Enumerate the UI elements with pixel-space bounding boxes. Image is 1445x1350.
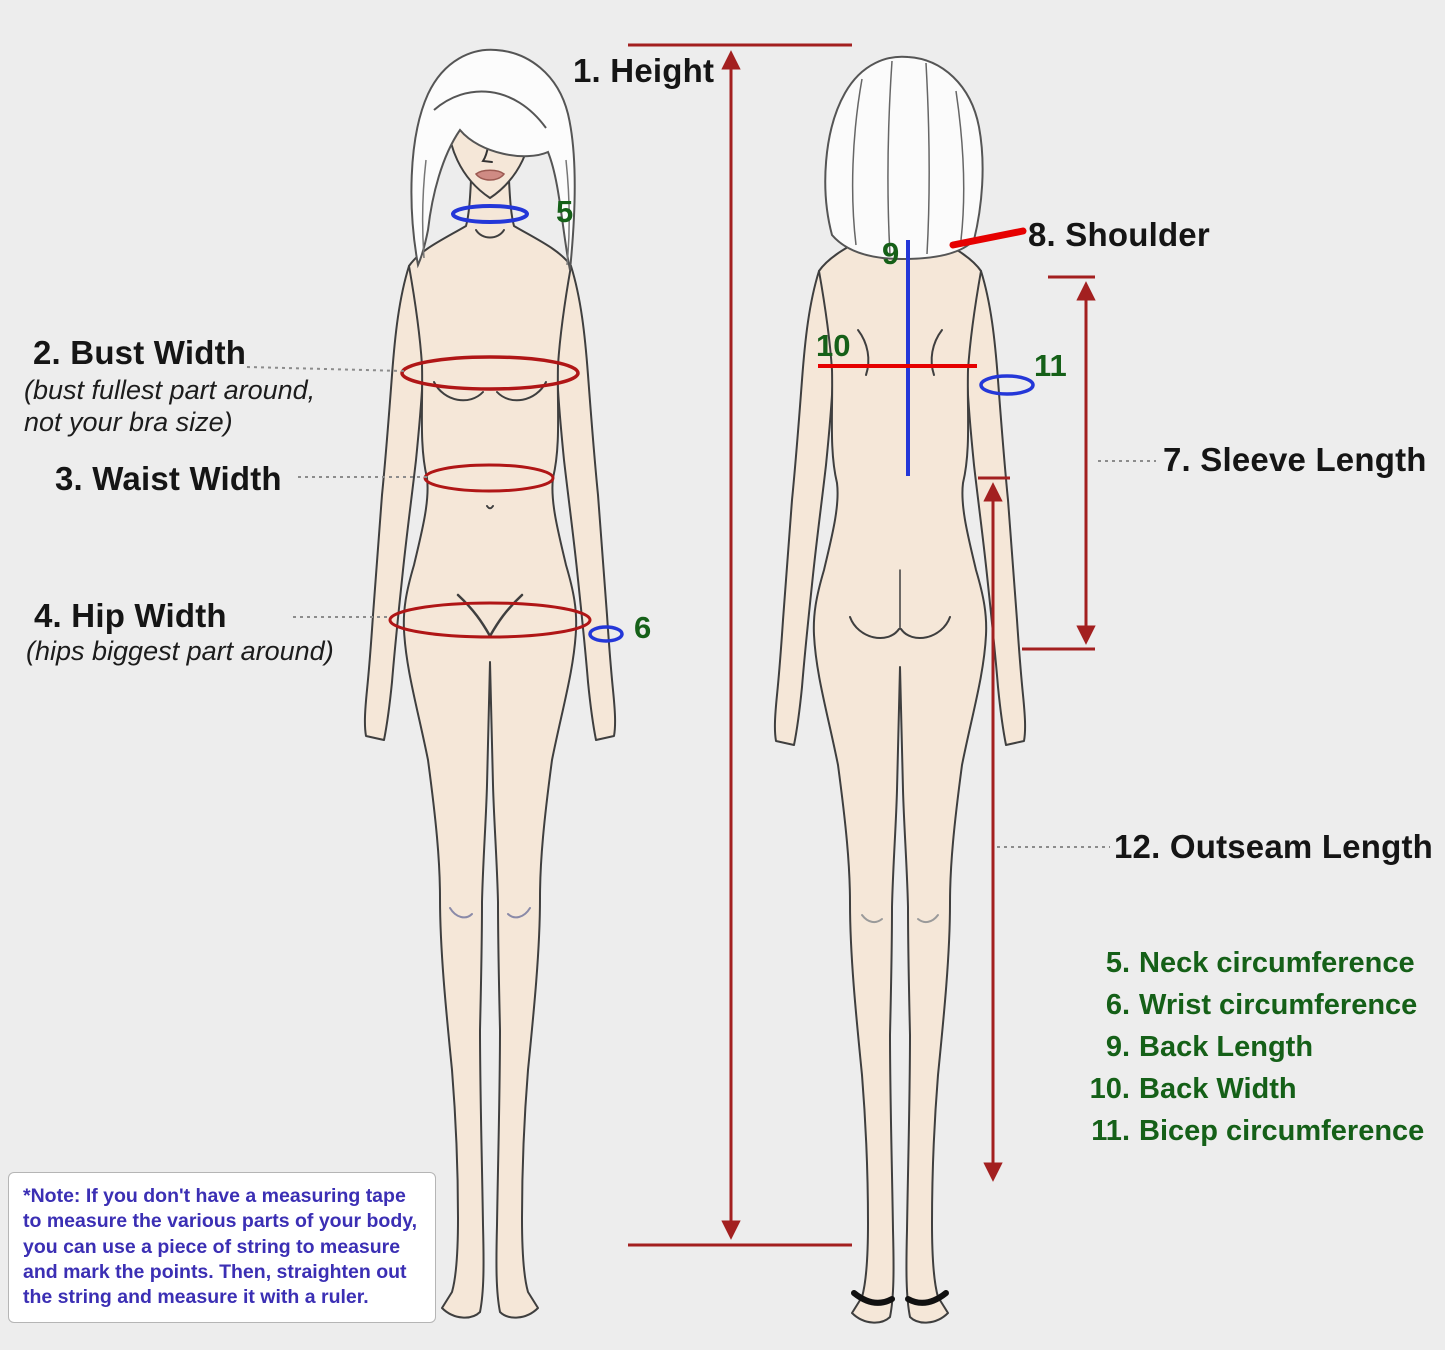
bust-width-label: 2. Bust Width bbox=[33, 334, 247, 371]
front-body bbox=[402, 179, 578, 1319]
back-hair-strand-3 bbox=[925, 62, 930, 255]
circumference-legend: 5. Neck circumference 6. Wrist circumfer… bbox=[1078, 942, 1425, 1152]
hip-width-sub: (hips biggest part around) bbox=[26, 636, 334, 666]
legend-item-bicep: 11. Bicep circumference bbox=[1091, 1115, 1425, 1147]
back-width-number: 10 bbox=[816, 328, 851, 363]
legend-item-wrist: 6. Wrist circumference bbox=[1105, 989, 1418, 1021]
front-hair-strand-right bbox=[565, 159, 570, 266]
front-knee-right bbox=[507, 907, 531, 919]
back-shoulder-blade-right bbox=[930, 329, 943, 376]
front-navel bbox=[486, 505, 494, 510]
legend-item-neck: 5. Neck circumference bbox=[1105, 947, 1415, 979]
back-heel-left bbox=[851, 1290, 895, 1306]
legend-item-back-width: 10. Back Width bbox=[1089, 1073, 1297, 1105]
back-knee-left bbox=[861, 914, 883, 924]
neck-number: 5 bbox=[556, 194, 574, 229]
height-label: 1. Height bbox=[573, 52, 715, 89]
waist-width-label: 3. Waist Width bbox=[55, 460, 282, 497]
back-hair-strand-4 bbox=[955, 90, 965, 241]
sleeve-length-label: 7. Sleeve Length bbox=[1163, 441, 1427, 478]
back-hair-strand-2 bbox=[887, 60, 893, 256]
front-collar-line bbox=[475, 229, 505, 239]
front-lips bbox=[474, 169, 506, 181]
bicep-number: 11 bbox=[1034, 348, 1067, 383]
wrist-number: 6 bbox=[634, 610, 652, 645]
measuring-note: *Note: If you don't have a measuring tap… bbox=[8, 1172, 436, 1323]
back-butt-left bbox=[849, 616, 900, 639]
outseam-length-label: 12. Outseam Length bbox=[1114, 828, 1434, 865]
front-hair bbox=[410, 48, 576, 271]
legend-item-back-length: 9. Back Length bbox=[1105, 1031, 1314, 1063]
back-knee-right bbox=[917, 914, 939, 924]
front-figure-illustration bbox=[363, 48, 617, 1319]
front-hair-strand-left bbox=[421, 159, 427, 259]
back-heel-right bbox=[905, 1290, 949, 1306]
back-hair bbox=[824, 55, 984, 261]
back-hair-strand-1 bbox=[851, 78, 863, 246]
front-knee-left bbox=[449, 907, 473, 919]
back-butt-right bbox=[900, 616, 951, 639]
back-shoulder-blade-left bbox=[857, 329, 870, 376]
shoulder-label: 8. Shoulder bbox=[1028, 216, 1210, 253]
back-figure-illustration bbox=[773, 55, 1027, 1324]
bust-width-sub1: (bust fullest part around, bbox=[24, 375, 316, 405]
back-length-number: 9 bbox=[882, 236, 900, 271]
hip-width-label: 4. Hip Width bbox=[34, 597, 227, 634]
bust-width-sub2: not your bra size) bbox=[24, 407, 233, 437]
back-left-arm bbox=[773, 270, 834, 746]
front-hair-fringe bbox=[433, 90, 547, 129]
